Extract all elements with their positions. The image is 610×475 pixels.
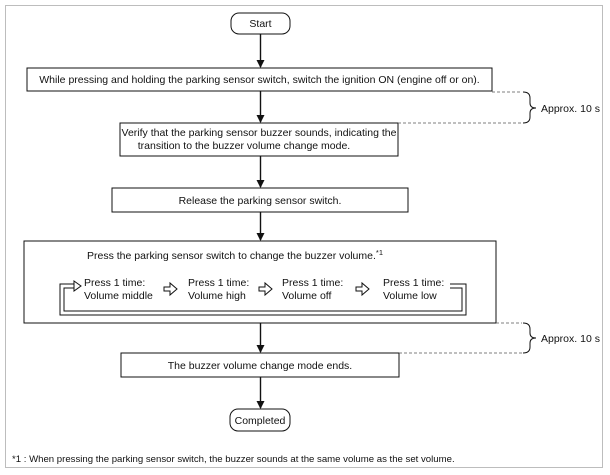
step-verify-buzzer-text-2: transition to the buzzer volume change m… bbox=[138, 140, 350, 152]
timing-brace-icon bbox=[522, 322, 537, 354]
cycle-return-loop-inner bbox=[63, 287, 463, 312]
cycle-arrow-icon bbox=[355, 281, 370, 297]
cycle-arrow-icon bbox=[258, 281, 273, 297]
cycle-return-arrowhead-icon bbox=[73, 280, 82, 292]
step-verify-buzzer-text-1: Verify that the parking sensor buzzer so… bbox=[122, 127, 397, 139]
timing-brace-icon bbox=[522, 91, 537, 124]
cycle-item-volume-high-1: Press 1 time: bbox=[188, 277, 249, 289]
step-mode-ends-text: The buzzer volume change mode ends. bbox=[168, 360, 352, 372]
end-label: Completed bbox=[235, 415, 286, 427]
cycle-item-volume-middle-2: Volume middle bbox=[84, 290, 153, 302]
step-release-switch-text: Release the parking sensor switch. bbox=[179, 195, 342, 207]
start-label: Start bbox=[249, 18, 271, 30]
cycle-return-loop-outer bbox=[59, 283, 467, 316]
footnote-ref: *1 bbox=[376, 248, 383, 257]
step-release-switch bbox=[111, 187, 409, 213]
timing-label-2: Approx. 10 s bbox=[541, 333, 600, 345]
cycle-item-volume-off-2: Volume off bbox=[282, 290, 332, 302]
step-change-volume-title: Press the parking sensor switch to chang… bbox=[87, 248, 383, 262]
timing-label-1: Approx. 10 s bbox=[541, 103, 600, 115]
diagram-frame bbox=[5, 5, 603, 468]
footnote-text: *1 : When pressing the parking sensor sw… bbox=[12, 454, 455, 465]
cycle-item-volume-middle-1: Press 1 time: bbox=[84, 277, 145, 289]
step-change-volume bbox=[23, 240, 497, 324]
step-hold-switch-ignition-on-text: While pressing and holding the parking s… bbox=[39, 74, 479, 86]
step-hold-switch-ignition-on bbox=[26, 67, 493, 92]
cycle-item-volume-off-1: Press 1 time: bbox=[282, 277, 343, 289]
cycle-item-volume-low-1: Press 1 time: bbox=[383, 277, 444, 289]
end-terminal bbox=[229, 408, 291, 432]
step-verify-buzzer bbox=[119, 122, 399, 157]
cycle-item-volume-low-2: Volume low bbox=[383, 290, 437, 302]
cycle-arrow-icon bbox=[163, 281, 178, 297]
cycle-item-volume-high-2: Volume high bbox=[188, 290, 246, 302]
step-mode-ends bbox=[120, 352, 400, 378]
